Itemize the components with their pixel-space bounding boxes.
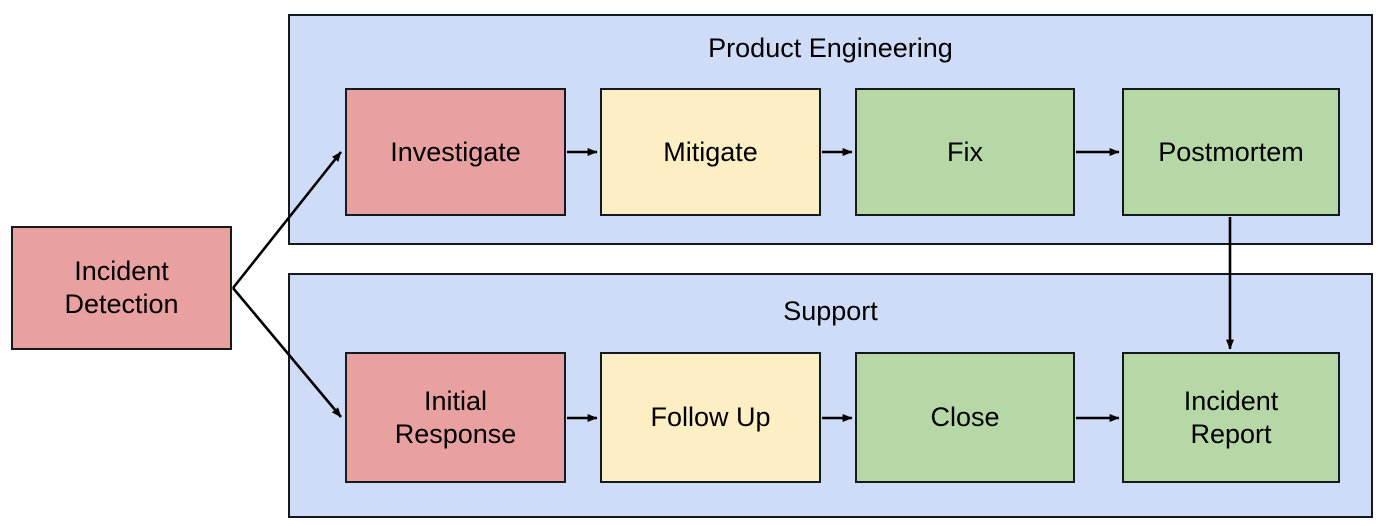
node-incident-detection[interactable]: Incident Detection <box>11 226 232 350</box>
node-fix[interactable]: Fix <box>855 88 1075 216</box>
node-investigate[interactable]: Investigate <box>345 88 566 216</box>
node-initial-response[interactable]: Initial Response <box>345 352 566 483</box>
node-close[interactable]: Close <box>855 352 1075 483</box>
node-postmortem[interactable]: Postmortem <box>1122 88 1340 216</box>
node-follow-up[interactable]: Follow Up <box>600 352 821 483</box>
swimlane-title-product-engineering: Product Engineering <box>708 33 953 63</box>
node-incident-report[interactable]: Incident Report <box>1122 352 1340 483</box>
node-mitigate[interactable]: Mitigate <box>600 88 821 216</box>
swimlane-title-support: Support <box>783 296 878 326</box>
